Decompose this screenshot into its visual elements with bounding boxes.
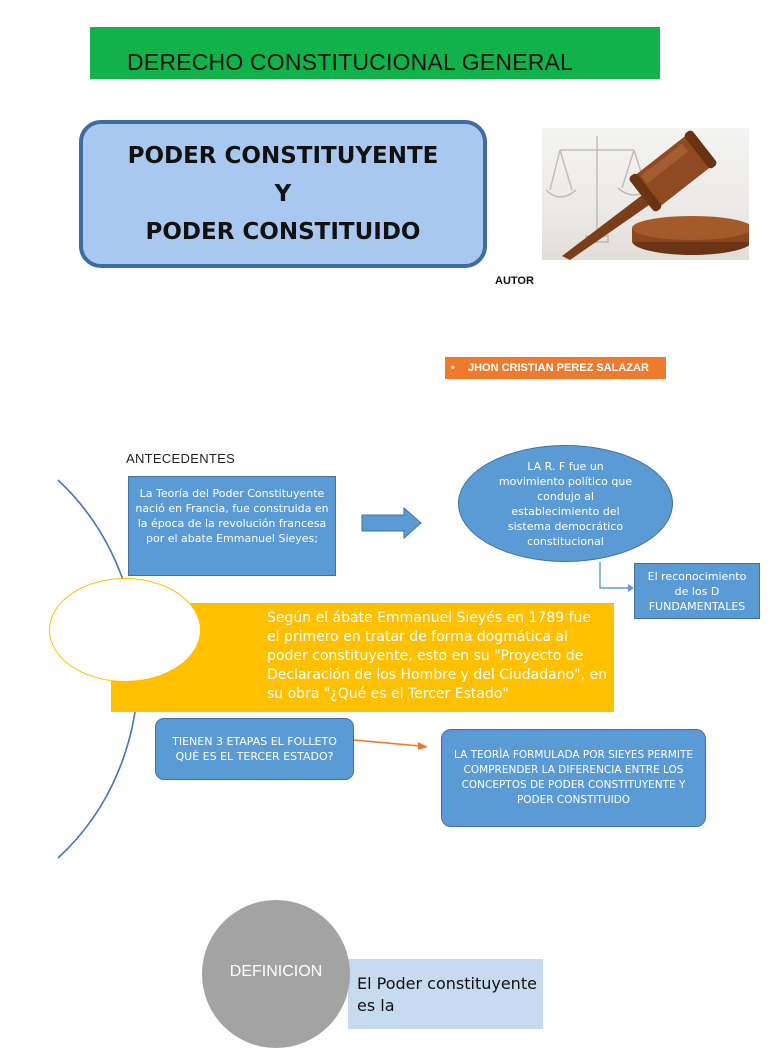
sieyes-text: Según el ábate Emmanuel Sieyés en 1789 f…: [267, 610, 607, 702]
elbow-arrowhead: [628, 584, 634, 592]
revolucion-francesa-text: LA R. F fue un movimiento político que c…: [498, 459, 633, 548]
title-line-3: PODER CONSTITUIDO: [145, 219, 421, 245]
etapas-box: TIENEN 3 ETAPAS EL FOLLETO QUÈ ES EL TER…: [155, 718, 354, 780]
author-name: JHON CRISTIAN PEREZ SALAZAR: [468, 362, 649, 374]
definicion-panel-text: El Poder constituyente es la: [357, 974, 537, 1015]
reconocimiento-box: El reconocimiento de los D FUNDAMENTALES: [634, 563, 760, 619]
gavel-and-scales-icon: [542, 128, 749, 260]
reconocimiento-text: El reconocimiento de los D FUNDAMENTALES: [647, 569, 747, 613]
course-title: DERECHO CONSTITUCIONAL GENERAL: [127, 49, 574, 75]
teoria-sieyes-text: LA TEORÌA FORMULADA POR SIEYES PERMITE C…: [453, 749, 694, 806]
definicion-circle: DEFINICION: [202, 900, 350, 1048]
elbow-connector: [599, 562, 628, 589]
definicion-label: DEFINICION: [229, 963, 323, 980]
antecedentes-label: ANTECEDENTES: [126, 451, 236, 466]
orange-arrow-line: [353, 739, 421, 747]
orange-arrowhead: [418, 742, 428, 750]
title-line-1: PODER CONSTITUYENTE: [127, 143, 439, 169]
teoria-sieyes-box: LA TEORÌA FORMULADA POR SIEYES PERMITE C…: [441, 729, 706, 827]
right-block-arrow: [361, 506, 422, 540]
bullet-icon: •: [451, 362, 455, 374]
empty-ellipse: [49, 578, 201, 682]
author-tag: • JHON CRISTIAN PEREZ SALAZAR: [445, 357, 666, 379]
main-title-box: PODER CONSTITUYENTE Y PODER CONSTITUIDO: [79, 120, 487, 268]
course-banner: DERECHO CONSTITUCIONAL GENERAL: [90, 27, 660, 79]
title-line-2: Y: [274, 181, 292, 207]
author-label: AUTOR: [495, 275, 534, 287]
teoria-origen-box: La Teoría del Poder Constituyente nació …: [128, 476, 336, 576]
revolucion-francesa-ellipse: LA R. F fue un movimiento político que c…: [458, 445, 673, 562]
definicion-panel: El Poder constituyente es la: [348, 959, 543, 1029]
etapas-text: TIENEN 3 ETAPAS EL FOLLETO QUÈ ES EL TER…: [172, 735, 337, 763]
